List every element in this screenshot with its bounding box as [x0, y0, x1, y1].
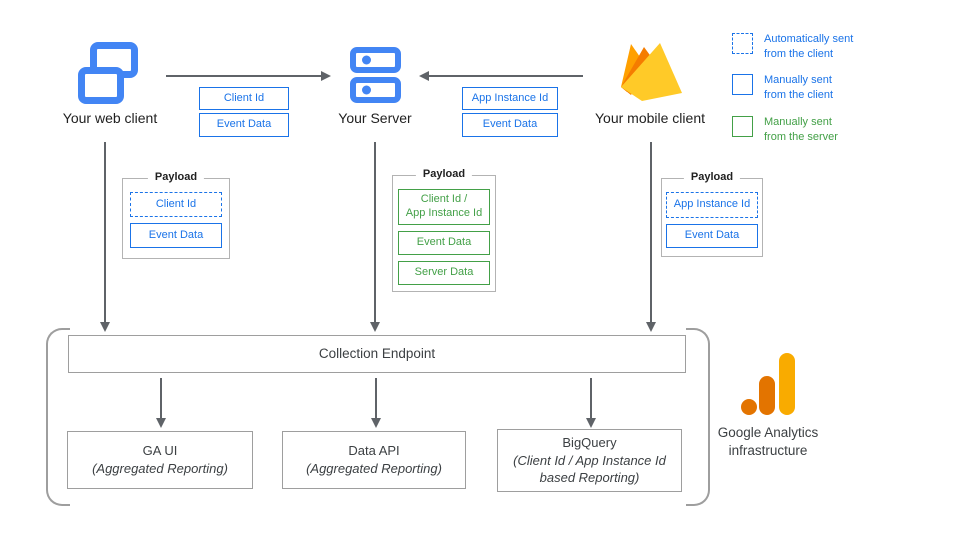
- payload-server: Payload Client Id / App Instance Id Even…: [392, 168, 496, 292]
- ga-ui-name: GA UI: [142, 443, 178, 459]
- tag-event-data: Event Data: [462, 113, 558, 137]
- arrow-endpoint-to-ga-ui: [160, 378, 162, 420]
- ga-ui-subtitle: (Aggregated Reporting): [92, 461, 228, 476]
- legend-swatch-dashed-blue: [732, 33, 753, 54]
- payload-title: Payload: [683, 171, 741, 183]
- legend-item-manual-client: Manually sent from the client: [732, 74, 882, 103]
- arrowhead-mobile-to-server: [419, 70, 429, 81]
- arrow-mobile-to-endpoint: [650, 142, 652, 324]
- data-api-box: Data API (Aggregated Reporting): [282, 431, 466, 489]
- server-icon: [350, 47, 401, 103]
- arrowhead-endpoint-to-data-api: [370, 418, 381, 428]
- legend-item-manual-server: Manually sent from the server: [732, 116, 882, 145]
- bigquery-name: BigQuery: [562, 435, 617, 451]
- ga-ui-box: GA UI (Aggregated Reporting): [67, 431, 253, 489]
- arrowhead-web-to-server: [321, 70, 331, 81]
- arrowhead-web-to-endpoint: [99, 322, 110, 332]
- data-api-name: Data API: [348, 443, 400, 459]
- payload-item-event-data: Event Data: [130, 223, 222, 248]
- web-client-label: Your web client: [62, 110, 158, 126]
- payload-title: Payload: [147, 171, 205, 183]
- legend-label: Manually sent from the client: [764, 74, 834, 101]
- arrow-server-to-endpoint: [374, 142, 376, 324]
- data-api-subtitle: (Aggregated Reporting): [306, 461, 442, 476]
- payload-item-server-data: Server Data: [398, 261, 490, 285]
- arrowhead-endpoint-to-bigquery: [585, 418, 596, 428]
- google-analytics-infrastructure-label: Google Analytics infrastructure: [717, 425, 819, 459]
- arrowhead-endpoint-to-ga-ui: [155, 418, 166, 428]
- legend-swatch-solid-green: [732, 116, 753, 137]
- infrastructure-bracket-left: [46, 328, 70, 506]
- payload-item-event-data: Event Data: [666, 224, 758, 248]
- legend-label: Manually sent from the server: [764, 116, 838, 143]
- arrow-web-to-server: [166, 75, 322, 77]
- legend-swatch-solid-blue: [732, 74, 753, 95]
- bigquery-subtitle: (Client Id / App Instance Id based Repor…: [513, 452, 666, 486]
- arrow-endpoint-to-data-api: [375, 378, 377, 420]
- arrow-web-to-endpoint: [104, 142, 106, 324]
- legend-label: Automatically sent from the client: [764, 33, 854, 60]
- google-analytics-logo-icon: [735, 350, 800, 418]
- payload-item-event-data: Event Data: [398, 231, 490, 255]
- payload-title: Payload: [415, 168, 473, 180]
- bigquery-box: BigQuery (Client Id / App Instance Id ba…: [497, 429, 682, 492]
- tag-event-data: Event Data: [199, 113, 289, 137]
- payload-item-client-or-app-id: Client Id / App Instance Id: [398, 189, 490, 225]
- mobile-client-label: Your mobile client: [595, 110, 705, 126]
- arrow-mobile-to-server: [428, 75, 583, 77]
- tag-app-instance-id: App Instance Id: [462, 87, 558, 110]
- payload-item-client-id: Client Id: [130, 192, 222, 217]
- payload-mobile: Payload App Instance Id Event Data: [661, 171, 763, 257]
- web-client-icon: [78, 42, 138, 104]
- collection-endpoint-label: Collection Endpoint: [318, 345, 436, 361]
- firebase-icon: [621, 43, 682, 101]
- arrow-endpoint-to-bigquery: [590, 378, 592, 420]
- arrowhead-mobile-to-endpoint: [645, 322, 656, 332]
- payload-web: Payload Client Id Event Data: [122, 171, 230, 259]
- infrastructure-bracket-right: [686, 328, 710, 506]
- arrowhead-server-to-endpoint: [369, 322, 380, 332]
- collection-endpoint-box: Collection Endpoint: [68, 335, 686, 373]
- legend-item-auto-client: Automatically sent from the client: [732, 33, 882, 62]
- server-label: Your Server: [338, 110, 412, 126]
- tag-client-id: Client Id: [199, 87, 289, 110]
- payload-item-app-instance-id: App Instance Id: [666, 192, 758, 218]
